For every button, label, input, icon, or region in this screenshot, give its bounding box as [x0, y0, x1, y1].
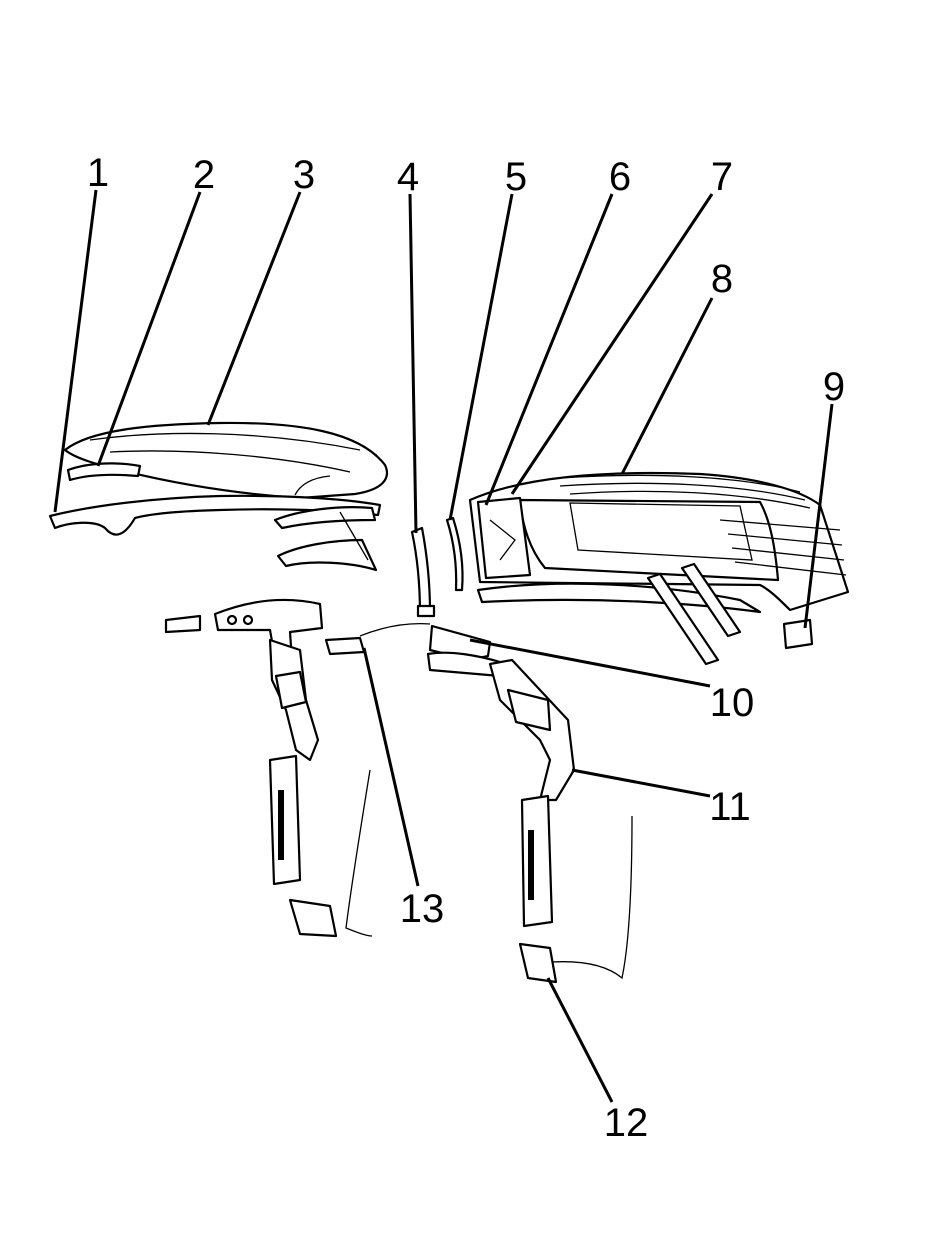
- leader-13: [362, 647, 420, 887]
- leader-12: [546, 977, 614, 1103]
- callout-7: 7: [711, 155, 733, 199]
- left-hinge-assembly: [164, 598, 373, 938]
- callout-8: 8: [711, 257, 733, 301]
- callout-6: 6: [609, 155, 631, 199]
- leader-9: [803, 403, 834, 629]
- callout-3: 3: [293, 153, 315, 197]
- callout-1: 1: [87, 151, 109, 195]
- callout-12: 12: [604, 1101, 649, 1145]
- roof-side-pillar: [410, 526, 436, 618]
- front-roof-panel: [63, 421, 388, 500]
- leader-lines: [53, 189, 834, 1103]
- front-roof-weatherstrip: [66, 462, 142, 482]
- leader-11: [571, 768, 711, 798]
- callout-labels: 1 2 3 4 5 6 7 8 9 10 11 12 13: [87, 151, 845, 1145]
- leader-1: [53, 189, 98, 513]
- callout-4: 4: [397, 155, 419, 199]
- leader-5: [448, 193, 514, 521]
- callout-11: 11: [709, 785, 751, 829]
- callout-9: 9: [823, 365, 845, 409]
- callout-2: 2: [193, 153, 215, 197]
- leader-10: [469, 638, 711, 688]
- leader-3: [206, 191, 302, 426]
- right-hinge-assembly: [359, 622, 633, 984]
- leader-2: [96, 191, 202, 467]
- leader-7: [510, 193, 714, 495]
- front-roof-rail: [48, 494, 382, 572]
- callout-5: 5: [505, 155, 527, 199]
- callout-13: 13: [400, 887, 445, 931]
- leader-6: [484, 193, 614, 506]
- callout-10: 10: [710, 681, 755, 725]
- leader-4: [408, 193, 418, 534]
- roof-side-seal: [445, 516, 464, 592]
- rear-roof-frame: [468, 471, 850, 666]
- leader-8: [620, 297, 714, 475]
